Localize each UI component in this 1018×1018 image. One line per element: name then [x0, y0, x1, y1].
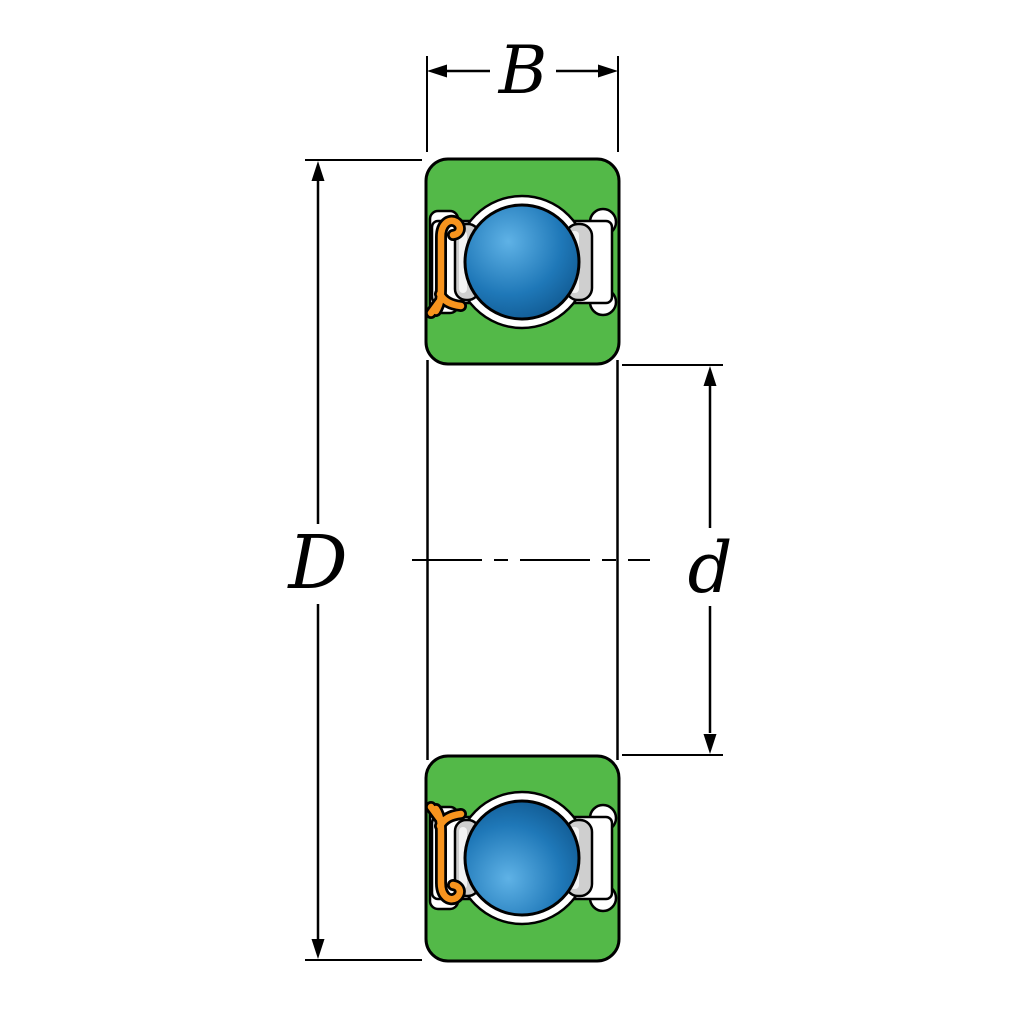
bearing-block-bottom — [426, 756, 619, 961]
arrowhead-right — [598, 64, 618, 78]
outer-diameter-label: D — [286, 520, 347, 606]
cage-left-highlight — [459, 231, 467, 293]
arrowhead-bottom — [311, 939, 325, 959]
dim-outer-diameter-d: D — [286, 159, 422, 961]
ball — [463, 203, 581, 321]
dim-width-b: B — [426, 32, 619, 152]
arrowhead-left — [427, 64, 447, 78]
arrowhead-top — [703, 366, 717, 386]
bearing-block-top — [424, 157, 621, 366]
seal — [425, 214, 467, 319]
dim-bore-diameter-d: d — [622, 364, 733, 756]
width-label: B — [498, 32, 548, 109]
bore-diameter-label: d — [688, 527, 733, 609]
seal-body — [427, 217, 465, 317]
arrowhead-top — [311, 161, 325, 181]
arrowhead-bottom — [703, 734, 717, 754]
